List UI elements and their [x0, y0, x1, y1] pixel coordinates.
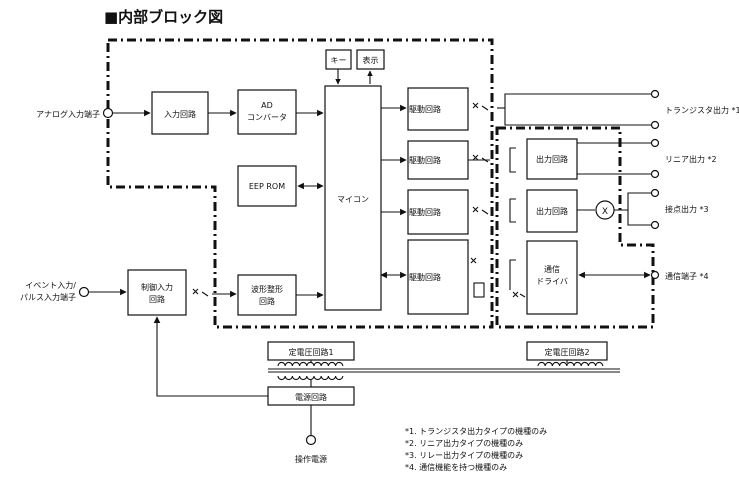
- transformer-coil-icon: [277, 361, 344, 367]
- diagram-title: ■内部ブロック図: [104, 8, 223, 26]
- event-input-label: パルス入力端子: [20, 292, 76, 302]
- svg-text:キー: キー: [331, 56, 347, 65]
- footnote: *4. 通信機能を持つ機種のみ: [405, 462, 507, 472]
- footnote: *2. リニア出力タイプの機種のみ: [405, 438, 523, 448]
- key-block: キー: [325, 49, 352, 70]
- svg-text:表示: 表示: [363, 55, 379, 65]
- option-unit-boundary: [495, 126, 655, 329]
- display-block: 表示: [356, 49, 385, 70]
- svg-text:X: X: [602, 207, 608, 217]
- transformer-coil-icon: [537, 361, 604, 367]
- drive-circuit-block: 駆動回路: [407, 189, 469, 235]
- connector: [509, 259, 516, 290]
- connector: [614, 192, 652, 211]
- power-circuit-block: 電源回路: [267, 386, 355, 406]
- terminal: [650, 270, 660, 280]
- drive-circuit-block: 駆動回路: [407, 87, 469, 131]
- const-voltage-2-block: 定電圧回路2: [526, 341, 608, 361]
- svg-text:制御入力: 制御入力: [141, 282, 173, 292]
- terminal: [650, 188, 660, 198]
- eeprom-block: EEP ROM: [237, 165, 297, 207]
- photocoupler-icon: [470, 257, 485, 298]
- operating-power-label: 操作電源: [295, 454, 327, 464]
- svg-text:マイコン: マイコン: [337, 195, 369, 204]
- event-input-label: イベント入力/: [25, 280, 76, 290]
- terminal: [650, 120, 660, 130]
- svg-text:ドライバ: ドライバ: [536, 277, 568, 286]
- svg-text:回路: 回路: [259, 296, 275, 306]
- svg-text:入力回路: 入力回路: [164, 109, 196, 119]
- svg-text:出力回路: 出力回路: [536, 206, 568, 216]
- connector: [153, 316, 268, 397]
- svg-text:電源回路: 電源回路: [295, 392, 327, 402]
- microcontroller-block: マイコン: [324, 85, 382, 311]
- photocoupler-icon: [512, 291, 526, 298]
- svg-text:駆動回路: 駆動回路: [409, 155, 441, 165]
- footnote: *3. リレー出力タイプの機種のみ: [405, 450, 523, 460]
- output-circuit-block: 出力回路: [526, 138, 578, 180]
- photocoupler-icon: [192, 288, 209, 297]
- svg-text:定電圧回路2: 定電圧回路2: [544, 347, 589, 357]
- comm-driver-block: 通信 ドライバ: [526, 240, 578, 315]
- transistor-output-label: トランジスタ出力 *1: [665, 105, 739, 115]
- svg-text:通信: 通信: [544, 264, 560, 274]
- analog-input-terminal: [102, 107, 114, 119]
- footnote: *1. トランジスタ出力タイプの機種のみ: [405, 426, 547, 436]
- svg-text:駆動回路: 駆動回路: [409, 272, 441, 282]
- svg-text:回路: 回路: [149, 294, 165, 304]
- connector: [627, 210, 652, 226]
- photocoupler-icon: [472, 102, 489, 111]
- svg-text:波形整形: 波形整形: [251, 284, 283, 294]
- terminal: [650, 138, 660, 148]
- output-circuit-block: 出力回路: [526, 189, 578, 233]
- connector: [509, 198, 516, 223]
- photocoupler-icon: [472, 154, 489, 163]
- terminal: [650, 89, 660, 99]
- connector: [504, 93, 510, 126]
- comm-terminal-label: 通信端子 *4: [665, 271, 709, 281]
- terminal: [650, 220, 660, 230]
- drive-circuit-block: 駆動回路: [407, 239, 469, 315]
- svg-text:駆動回路: 駆動回路: [409, 104, 441, 114]
- linear-output-label: リニア出力 *2: [665, 154, 717, 164]
- svg-text:出力回路: 出力回路: [536, 154, 568, 164]
- svg-text:EEP ROM: EEP ROM: [249, 182, 285, 191]
- svg-text:駆動回路: 駆動回路: [409, 207, 441, 217]
- ad-converter-block: AD コンバータ: [237, 89, 297, 135]
- connector: [509, 147, 516, 173]
- event-input-terminal: [78, 286, 90, 298]
- transformer-coil-icon: [277, 375, 344, 381]
- svg-text:AD: AD: [261, 101, 273, 110]
- control-input-block: 制御入力 回路: [127, 269, 187, 316]
- operating-power-terminal: [305, 434, 317, 446]
- relay-coil-icon: X: [595, 200, 615, 220]
- terminal: [650, 169, 660, 179]
- input-circuit-block: 入力回路: [151, 91, 209, 135]
- drive-circuit-block: 駆動回路: [407, 140, 469, 180]
- const-voltage-1-block: 定電圧回路1: [267, 341, 355, 361]
- contact-output-label: 接点出力 *3: [665, 204, 709, 214]
- main-unit-boundary: [106, 38, 494, 329]
- analog-input-label: アナログ入力端子: [36, 109, 100, 119]
- waveform-shaping-block: 波形整形 回路: [237, 274, 297, 316]
- svg-text:定電圧回路1: 定電圧回路1: [288, 347, 333, 357]
- svg-text:コンバータ: コンバータ: [247, 113, 287, 122]
- photocoupler-icon: [472, 206, 489, 215]
